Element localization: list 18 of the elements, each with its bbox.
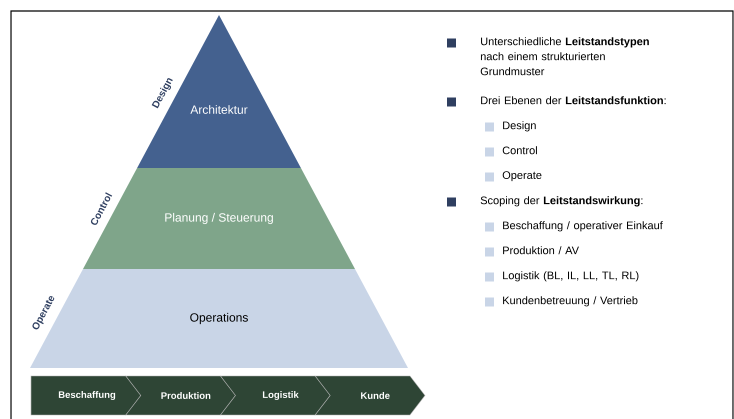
node-label: Produktion — [161, 392, 210, 399]
node-label: Kunde — [361, 392, 390, 399]
node-label: Logistik — [262, 391, 299, 400]
process-step: Kunde — [314, 376, 426, 416]
process-step: Logistik — [220, 376, 331, 416]
bullet-item: Produktion / AV — [485, 246, 579, 256]
node-label: Beschaffung — [58, 391, 116, 400]
bullet-item: Kundenbetreuung / Vertrieb — [485, 296, 638, 306]
bullet-item: Control — [485, 146, 537, 156]
process-step: Produktion — [125, 376, 236, 416]
bullet-item: Operate — [485, 171, 542, 182]
bullet-item: Design — [485, 121, 536, 132]
process-step: Beschaffung — [30, 376, 142, 416]
bullet-item: Drei Ebenen der Leitstandsfunktion: — [447, 96, 666, 106]
bullet-item: Logistik (BL, IL, LL, TL, RL) — [485, 271, 638, 282]
bullet-item: Beschaffung / operativer Einkauf — [485, 221, 663, 232]
bullet-item: Unterschiedliche Leitstandstypen nach einem strukturierten Grundmuster — [447, 37, 649, 76]
bullet-item: Scoping der Leitstandswirkung: — [447, 196, 642, 206]
